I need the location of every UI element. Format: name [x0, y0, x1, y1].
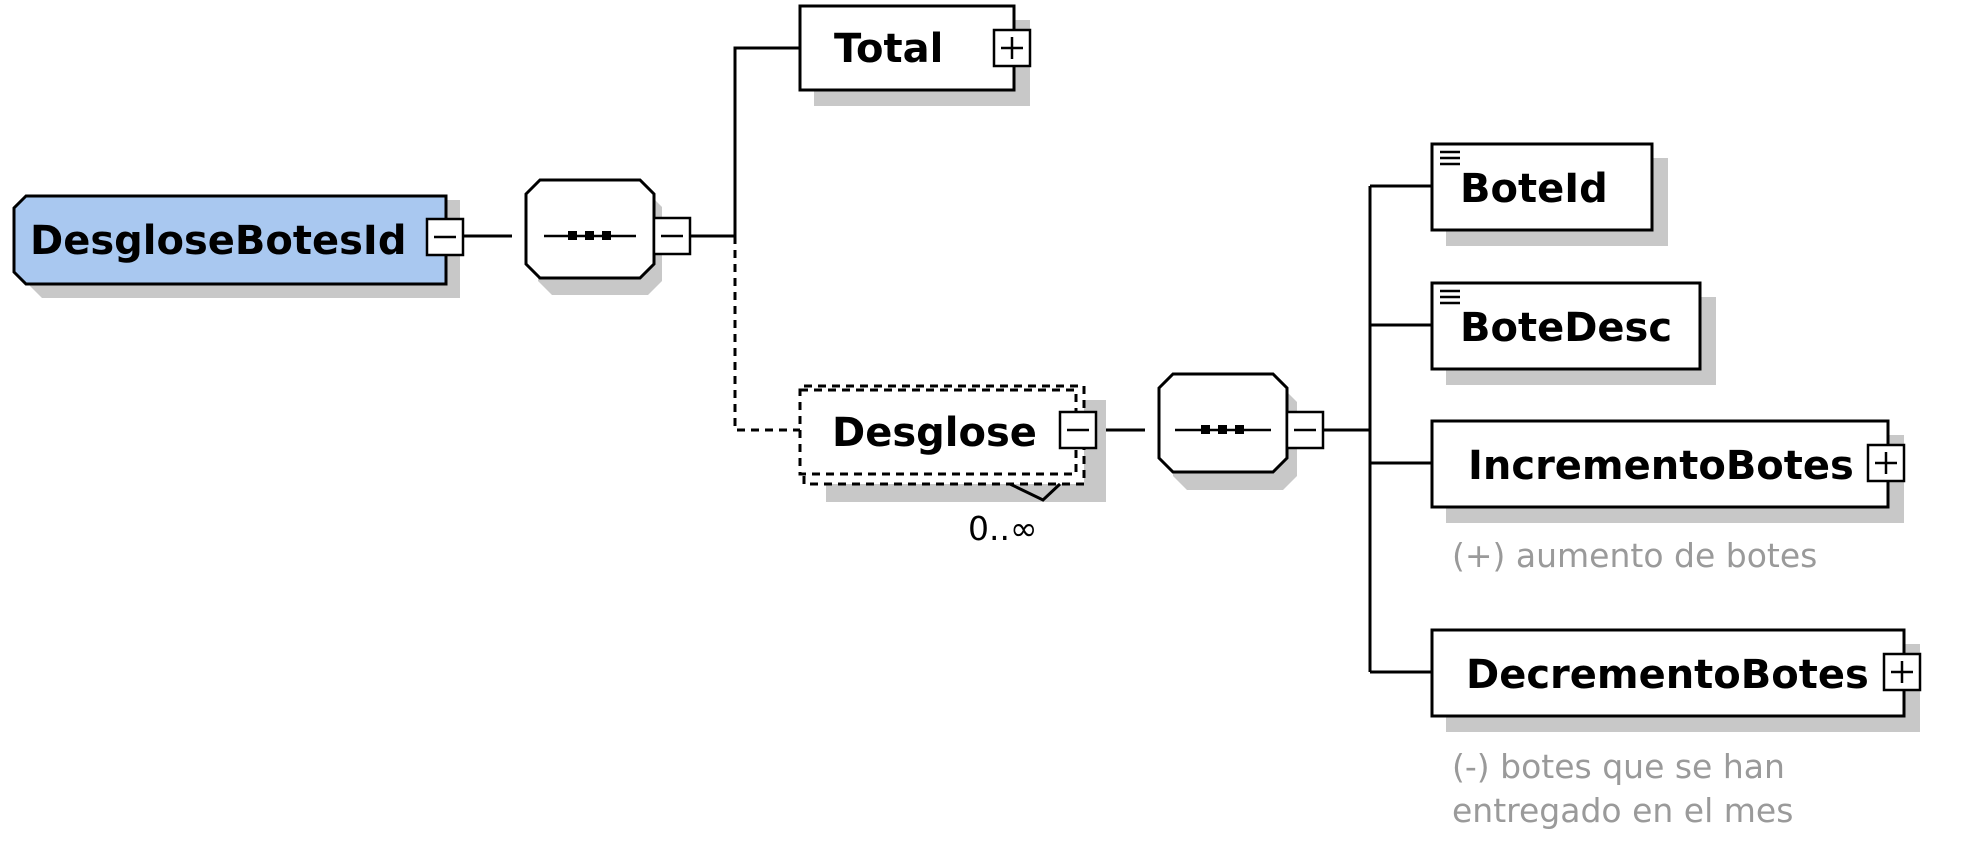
element-total-label: Total	[834, 26, 943, 72]
element-desglose-box	[798, 388, 1078, 476]
element-bote-desc[interactable]: BoteDesc	[1430, 281, 1716, 385]
element-total[interactable]: Total	[798, 4, 1032, 106]
connector-to-desglose	[733, 236, 800, 432]
expand-icon[interactable]	[992, 28, 1032, 68]
collapse-icon[interactable]	[652, 216, 692, 256]
expand-icon[interactable]	[1866, 443, 1906, 483]
collapse-icon[interactable]	[1058, 410, 1098, 450]
element-decremento-botes-annotation-line-1: (-) botes que se han	[1452, 747, 1785, 786]
root-element-box	[12, 194, 448, 286]
expand-icon[interactable]	[1882, 652, 1922, 692]
element-bote-id-box	[1430, 142, 1654, 232]
sequence-box	[524, 178, 656, 280]
cardinality-label: 0..∞	[968, 509, 1037, 548]
collapse-icon[interactable]	[1285, 410, 1325, 450]
sequence-compositor-desglose[interactable]	[1157, 372, 1325, 490]
root-element-label: DesgloseBotesId	[30, 218, 406, 264]
element-bote-desc-label: BoteDesc	[1460, 305, 1672, 351]
element-desglose-label: Desglose	[832, 410, 1037, 456]
sequence-icon	[544, 231, 636, 240]
sequence-compositor-root[interactable]	[524, 178, 692, 295]
sequence-box	[1157, 372, 1289, 474]
element-decremento-botes-annotation-line-2: entregado en el mes	[1452, 791, 1793, 830]
connector-to-total	[733, 46, 800, 236]
collapse-icon[interactable]	[425, 217, 465, 257]
element-incremento-botes-annotation: (+) aumento de botes	[1452, 536, 1817, 575]
element-total-box	[798, 4, 1016, 92]
element-bote-id-label: BoteId	[1460, 166, 1608, 212]
sequence-icon	[1175, 425, 1271, 434]
element-bote-id[interactable]: BoteId	[1430, 142, 1668, 246]
simple-type-icon	[1440, 289, 1460, 305]
element-decremento-botes-label: DecrementoBotes	[1466, 652, 1869, 698]
simple-type-icon	[1440, 150, 1460, 166]
element-bote-desc-box	[1430, 281, 1702, 371]
element-desglose[interactable]: Desglose 0..∞	[798, 384, 1106, 548]
cardinality-pointer	[1009, 482, 1062, 502]
element-decremento-botes[interactable]: DecrementoBotes (-) botes que se han ent…	[1430, 628, 1922, 830]
element-incremento-botes[interactable]: IncrementoBotes (+) aumento de botes	[1430, 419, 1906, 575]
connector-lines	[463, 46, 1432, 674]
element-incremento-botes-label: IncrementoBotes	[1468, 443, 1854, 489]
root-element-desglose-botes-id[interactable]: DesgloseBotesId	[12, 194, 465, 298]
